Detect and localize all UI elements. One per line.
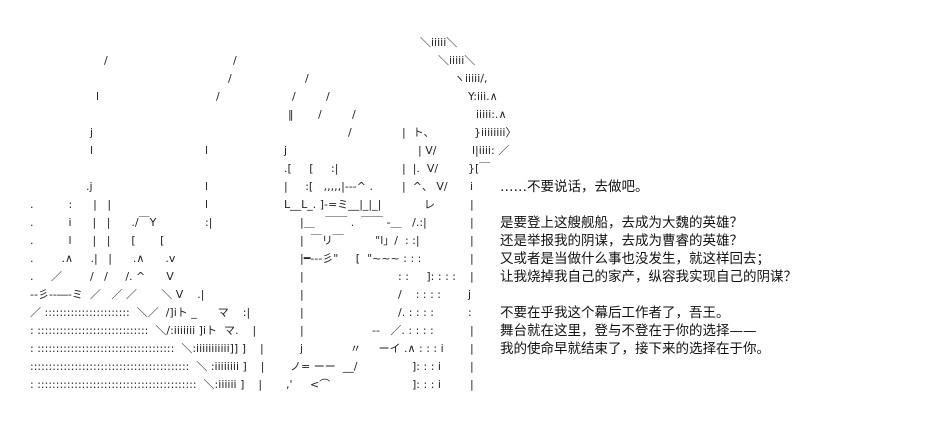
ascii-art-fragment: | bbox=[300, 270, 304, 283]
ascii-art-fragment: i bbox=[470, 180, 474, 193]
dialogue-closing-line: 我的使命早就结束了，接下来的选择在于你。 bbox=[500, 341, 770, 357]
ascii-art-fragment: : :::::::::::::::::::::::::::::: ＼/:iiii… bbox=[30, 324, 257, 337]
ascii-art-fragment: L__L_. ]-=ミ__|_|_| bbox=[284, 198, 382, 211]
ascii-art-fragment: / bbox=[318, 108, 322, 121]
dialogue-text-block: ……不要说话，去做吧。 是要登上这艘舰船，去成为大魏的英雄？ 还是举报我的阴谋，… bbox=[500, 178, 940, 358]
ascii-art-fragment: iiiii:.∧ bbox=[476, 108, 507, 121]
ascii-art-fragment: ::::::::::::::::::::::::::::::::::::::::… bbox=[30, 360, 265, 373]
dialogue-question-line: 又或者是当做什么事也没发生，就这样回去； bbox=[500, 251, 770, 267]
ascii-art-fragment: | bbox=[470, 360, 474, 373]
ascii-art-fragment: ヽiiiii/, bbox=[454, 72, 488, 85]
ascii-art-fragment: Y:iii.∧ bbox=[468, 90, 498, 103]
dialogue-closing-line: 不要在乎我这个幕后工作者了，吾王。 bbox=[500, 305, 730, 321]
ascii-art-fragment: | bbox=[470, 234, 474, 247]
ascii-art-fragment: | |. V/ bbox=[402, 162, 439, 175]
ascii-art-fragment: ,' <⌒ bbox=[286, 378, 331, 391]
ascii-art-fragment: 〃 ーイ .∧ : : : i bbox=[350, 342, 444, 355]
ascii-art-fragment: ＼iiiii＼ bbox=[420, 36, 458, 49]
ascii-art-fragment: : : ]: : : : bbox=[398, 270, 456, 283]
ascii-art-fragment: ]: : : i bbox=[412, 378, 441, 391]
ascii-art-fragment: | bbox=[470, 216, 474, 229]
ascii-art-fragment: l|iiii: ／ bbox=[472, 144, 510, 157]
ascii-art-fragment: / bbox=[233, 54, 237, 67]
ascii-art-fragment: l bbox=[205, 144, 209, 157]
ascii-art-fragment: | bbox=[470, 324, 474, 337]
ascii-art-fragment: | bbox=[470, 378, 474, 391]
dialogue-opening-line: ……不要说话，去做吧。 bbox=[500, 179, 649, 195]
ascii-art-fragment: | bbox=[470, 270, 474, 283]
ascii-art-fragment: --彡--―-ミ ／ ／ ／ ＼ V .| bbox=[30, 288, 205, 301]
ascii-art-fragment: / bbox=[216, 90, 220, 103]
ascii-art-fragment: l bbox=[96, 90, 100, 103]
ascii-art-fragment: / bbox=[104, 54, 108, 67]
ascii-art-fragment: j bbox=[90, 126, 94, 139]
ascii-art-fragment: }[￣ bbox=[468, 162, 491, 175]
ascii-art-fragment: | bbox=[470, 342, 474, 355]
ascii-art-fragment: :| bbox=[205, 216, 213, 229]
ascii-art-fragment: |━---彡" [ "~~~ : : : bbox=[300, 252, 422, 265]
ascii-art-fragment: . l | | [ [ bbox=[30, 234, 165, 247]
ascii-art-fragment: | bbox=[300, 288, 304, 301]
ascii-art-fragment: .[ [ :| bbox=[284, 162, 339, 175]
ascii-art-fragment: / : : : : bbox=[398, 288, 442, 301]
ascii-art-fragment: / bbox=[305, 72, 309, 85]
ascii-art-fragment: /. : : : : bbox=[398, 306, 435, 319]
ascii-art-fragment: レ bbox=[424, 198, 435, 211]
ascii-art-fragment: : ::::::::::::::::::::::::::::::::::::::… bbox=[30, 378, 263, 391]
ascii-art-fragment: -- ／. : : : : bbox=[372, 324, 434, 337]
ascii-art-fragment: l bbox=[90, 144, 94, 157]
dialogue-question-line: 还是举报我的阴谋，去成为曹睿的英雄？ bbox=[500, 233, 743, 249]
ascii-art-fragment: : ::::::::::::::::::::::::::::::::::::: … bbox=[30, 342, 264, 355]
ascii-art-fragment: ‖ bbox=[288, 108, 294, 121]
ascii-art-fragment: | ￣リ￣ "l」/ : :| bbox=[300, 234, 420, 247]
ascii-art-fragment: / bbox=[352, 108, 356, 121]
ascii-art-fragment: | bbox=[470, 198, 474, 211]
ascii-art-fragment: / bbox=[348, 126, 352, 139]
ascii-art-fragment: l bbox=[205, 198, 209, 211]
dialogue-question-line: 让我烧掉我自己的家产，纵容我实现自己的阴谋？ bbox=[500, 269, 797, 285]
ascii-art-fragment: }iiiiiiii〉 bbox=[474, 126, 517, 139]
ascii-art-fragment: . i | | ./￣Y bbox=[30, 216, 157, 229]
ascii-art-fragment: .j bbox=[86, 180, 93, 193]
ascii-art-fragment: ]: : : i bbox=[412, 360, 441, 373]
ascii-art-fragment: j bbox=[300, 342, 304, 355]
dialogue-question-line: 是要登上这艘舰船，去成为大魏的英雄？ bbox=[500, 215, 743, 231]
ascii-art-fragment: | bbox=[470, 252, 474, 265]
ascii-art-fragment: ノ= ーー __/ bbox=[290, 360, 358, 373]
ascii-art-fragment: ＼iiiii＼ bbox=[438, 54, 476, 67]
ascii-art-fragment: | bbox=[300, 306, 304, 319]
ascii-art-fragment: |＿ ￣￣ . ￣￣ -＿ /.:| bbox=[300, 216, 427, 229]
ascii-art-fragment: . : | | bbox=[30, 198, 112, 211]
ascii-art-fragment: / bbox=[326, 90, 330, 103]
spacer bbox=[500, 196, 940, 214]
ascii-art-fragment: / bbox=[228, 72, 232, 85]
ascii-art-fragment: ／ ::::::::::::::::::::::: ＼／ /]iト _ マ :| bbox=[30, 306, 251, 319]
ascii-art-fragment: | ^、 V/ bbox=[402, 180, 448, 193]
ascii-art-fragment: / bbox=[292, 90, 296, 103]
ascii-art-fragment: | V/ bbox=[418, 144, 437, 157]
ascii-art-fragment: j bbox=[468, 288, 472, 301]
dialogue-closing-line: 舞台就在这里，登与不登在于你的选择—— bbox=[500, 323, 757, 339]
ascii-art-fragment: j bbox=[284, 144, 288, 157]
ascii-art-fragment: | :[ ,,,,,|---^ . bbox=[284, 180, 373, 193]
ascii-art-fragment: : bbox=[468, 306, 472, 319]
ascii-art-fragment: . .∧ .| | .∧ .v bbox=[30, 252, 176, 265]
ascii-art-fragment: | ト、 bbox=[402, 126, 435, 139]
ascii-art-fragment: | bbox=[300, 324, 304, 337]
spacer bbox=[500, 286, 940, 304]
ascii-art-fragment: . ／ / / /. ^ V bbox=[30, 270, 174, 283]
ascii-art-fragment: l bbox=[205, 180, 209, 193]
